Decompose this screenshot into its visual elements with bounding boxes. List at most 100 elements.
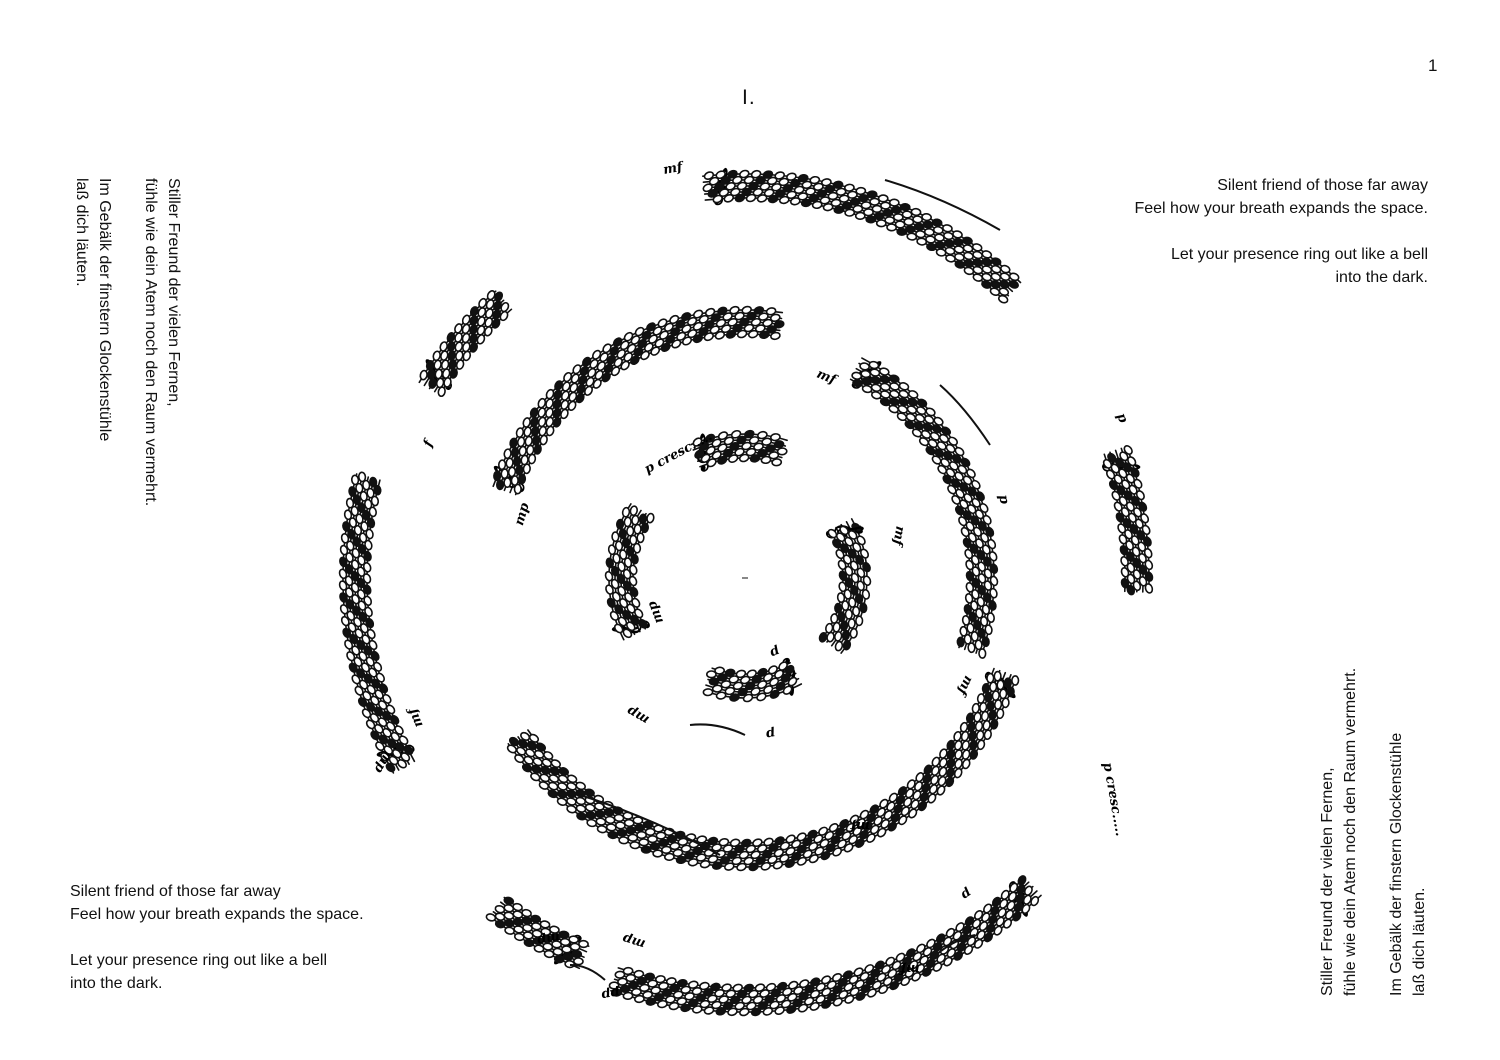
note-head [722, 312, 733, 321]
note-head [1121, 479, 1131, 490]
note-head [512, 902, 523, 912]
note-head [541, 758, 552, 768]
note-head [892, 213, 904, 222]
note-head [762, 672, 774, 682]
note-head [753, 306, 765, 315]
note-head [568, 935, 580, 944]
note-head [813, 834, 824, 844]
note-head [596, 825, 608, 834]
note-head [1124, 529, 1133, 540]
note-head [973, 711, 982, 723]
note-head [852, 379, 863, 388]
note-head [893, 803, 903, 814]
staff-line [611, 890, 1038, 1007]
note-head [881, 964, 891, 975]
note-head [927, 793, 937, 804]
note-head [990, 264, 1002, 274]
note-head [644, 827, 656, 837]
note-head [842, 970, 853, 980]
note-head [540, 927, 552, 936]
note-head [922, 967, 932, 977]
note-head [756, 692, 767, 702]
note-head [744, 681, 756, 691]
note-head [359, 490, 368, 502]
note-head [890, 812, 901, 823]
note-head [526, 444, 535, 456]
note-head [741, 995, 752, 1005]
note-head [1118, 496, 1128, 507]
note-head [786, 172, 797, 181]
note-head [920, 429, 932, 439]
dynamic-marking: mf [814, 367, 840, 389]
note-head [669, 841, 681, 851]
note-head [782, 685, 793, 695]
note-head [989, 587, 998, 599]
note-head [660, 342, 671, 352]
note-head [1127, 456, 1137, 467]
note-head [469, 333, 478, 344]
note-head [742, 693, 754, 703]
note-head [560, 399, 570, 411]
note-head [761, 849, 773, 859]
note-head [629, 564, 638, 576]
note-head [1131, 546, 1141, 557]
note-head [978, 921, 989, 932]
note-head [709, 325, 720, 335]
note-head [1143, 536, 1152, 547]
note-head [732, 681, 744, 691]
note-head [933, 416, 944, 426]
note-head [657, 999, 668, 1009]
note-head [830, 198, 842, 208]
note-head [964, 548, 974, 560]
note-head [888, 792, 898, 803]
note-head [1008, 272, 1020, 282]
note-head [345, 552, 354, 563]
note-head [735, 669, 747, 679]
note-head [433, 359, 442, 371]
note-head [557, 774, 569, 784]
note-head [1108, 480, 1119, 491]
note-head [956, 636, 965, 648]
note-head [798, 991, 809, 1001]
note-head [614, 970, 626, 979]
note-head [634, 994, 645, 1004]
note-head [715, 691, 727, 700]
note-head [350, 505, 359, 517]
note-head [357, 555, 366, 566]
note-head [916, 406, 927, 415]
note-head [675, 855, 687, 865]
note-head [974, 720, 984, 732]
note-head [340, 615, 350, 627]
note-head [462, 350, 472, 362]
note-head [1129, 523, 1139, 535]
note-head [730, 187, 741, 197]
note-head [397, 759, 407, 769]
note-head [989, 681, 998, 693]
note-head [628, 980, 639, 990]
note-head [865, 215, 877, 224]
note-head [643, 342, 654, 353]
note-head [961, 758, 971, 770]
note-head [982, 592, 992, 603]
poem-line: laß dich läuten. [73, 178, 90, 287]
note-head [815, 982, 826, 992]
poem-line: into the dark. [1335, 269, 1429, 286]
note-head [809, 989, 821, 999]
note-head [699, 999, 711, 1009]
note-head [538, 781, 550, 790]
note-head [702, 988, 714, 997]
note-head [515, 464, 524, 476]
note-head [966, 468, 976, 479]
note-head [990, 272, 1002, 282]
note-head [796, 844, 807, 854]
note-head [972, 273, 984, 282]
note-head [971, 918, 982, 929]
note-head [736, 329, 748, 339]
note-head [1133, 478, 1143, 489]
note-head [661, 845, 672, 855]
note-head [771, 458, 783, 467]
note-head [739, 1007, 750, 1017]
note-head [1008, 280, 1019, 289]
note-head [363, 645, 373, 656]
note-head [960, 526, 970, 538]
